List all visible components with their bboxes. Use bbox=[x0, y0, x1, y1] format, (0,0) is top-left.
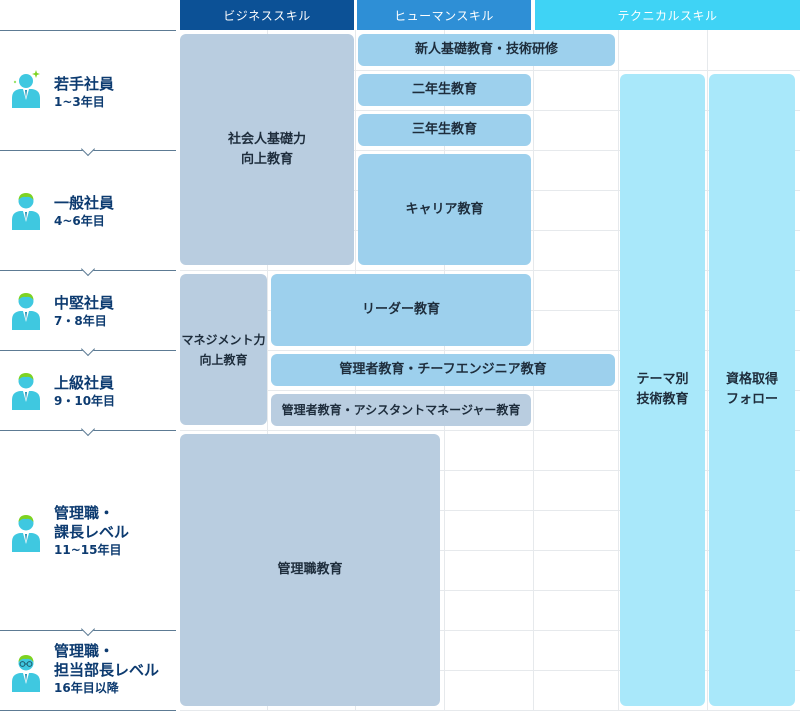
level-title: 上級社員 bbox=[54, 374, 115, 392]
level-general: 一般社員 4~6年目 bbox=[54, 194, 114, 229]
level-years: 9・10年目 bbox=[54, 394, 116, 408]
level-years: 11~15年目 bbox=[54, 543, 122, 557]
program-third-year: 三年生教育 bbox=[358, 114, 531, 146]
grid-line bbox=[180, 390, 800, 391]
chevron-down-icon bbox=[80, 421, 96, 437]
grid-line bbox=[267, 30, 268, 711]
grid-line bbox=[618, 30, 619, 711]
program-chief-engineer: 管理者教育・チーフエンジニア教育 bbox=[271, 354, 615, 386]
section-manager-icon bbox=[12, 515, 40, 552]
grid-line bbox=[180, 110, 800, 111]
program-theme-technical: テーマ別 技術教育 bbox=[620, 74, 705, 706]
grid-line bbox=[180, 630, 800, 631]
header-technical-skill: テクニカルスキル bbox=[535, 0, 800, 30]
level-years: 16年目以降 bbox=[54, 681, 119, 695]
program-social-basics: 社会人基礎力 向上教育 bbox=[180, 34, 354, 265]
young-employee-icon bbox=[12, 70, 40, 108]
grid-line bbox=[180, 270, 800, 271]
grid-line bbox=[707, 30, 708, 711]
level-years: 1~3年目 bbox=[54, 95, 105, 109]
level-years: 7・8年目 bbox=[54, 314, 107, 328]
program-leader: リーダー教育 bbox=[271, 274, 531, 346]
grid-line bbox=[180, 670, 800, 671]
level-years: 4~6年目 bbox=[54, 214, 105, 228]
mid-level-employee-icon bbox=[12, 293, 40, 330]
grid-line bbox=[180, 150, 800, 151]
grid-line bbox=[180, 590, 800, 591]
program-assistant-manager: 管理者教育・アシスタントマネージャー教育 bbox=[271, 394, 531, 426]
level-section-manager: 管理職・ 課長レベル 11~15年目 bbox=[54, 504, 129, 558]
program-manager-education: 管理職教育 bbox=[180, 434, 440, 706]
level-young: 若手社員 1~3年目 bbox=[54, 75, 114, 110]
chevron-down-icon bbox=[80, 141, 96, 157]
level-title: 中堅社員 bbox=[54, 294, 115, 312]
program-management-skill: マネジメント力 向上教育 bbox=[180, 274, 267, 425]
general-employee-icon bbox=[12, 193, 40, 230]
level-title: 管理職・ 担当部長レベル bbox=[54, 642, 160, 679]
grid-line bbox=[180, 70, 800, 71]
grid-line bbox=[180, 430, 800, 431]
grid-line bbox=[180, 510, 800, 511]
senior-employee-icon bbox=[12, 373, 40, 410]
program-career: キャリア教育 bbox=[358, 154, 531, 265]
chevron-down-icon bbox=[80, 261, 96, 277]
header-human-skill: ヒューマンスキル bbox=[357, 0, 531, 30]
program-second-year: 二年生教育 bbox=[358, 74, 531, 106]
program-certification: 資格取得 フォロー bbox=[709, 74, 795, 706]
level-senior: 上級社員 9・10年目 bbox=[54, 374, 115, 409]
chevron-down-icon bbox=[80, 621, 96, 637]
level-title: 管理職・ 課長レベル bbox=[54, 504, 130, 541]
level-general-manager: 管理職・ 担当部長レベル 16年目以降 bbox=[54, 642, 159, 696]
header-business-skill: ビジネススキル bbox=[180, 0, 354, 30]
chevron-down-icon bbox=[80, 341, 96, 357]
level-title: 一般社員 bbox=[54, 194, 115, 212]
level-mid: 中堅社員 7・8年目 bbox=[54, 294, 114, 329]
program-newcomer: 新人基礎教育・技術研修 bbox=[358, 34, 615, 66]
level-title: 若手社員 bbox=[54, 75, 115, 93]
general-manager-icon bbox=[12, 655, 40, 692]
grid-line bbox=[180, 350, 800, 351]
grid-line bbox=[180, 550, 800, 551]
level-divider bbox=[0, 30, 176, 31]
grid-line bbox=[180, 470, 800, 471]
